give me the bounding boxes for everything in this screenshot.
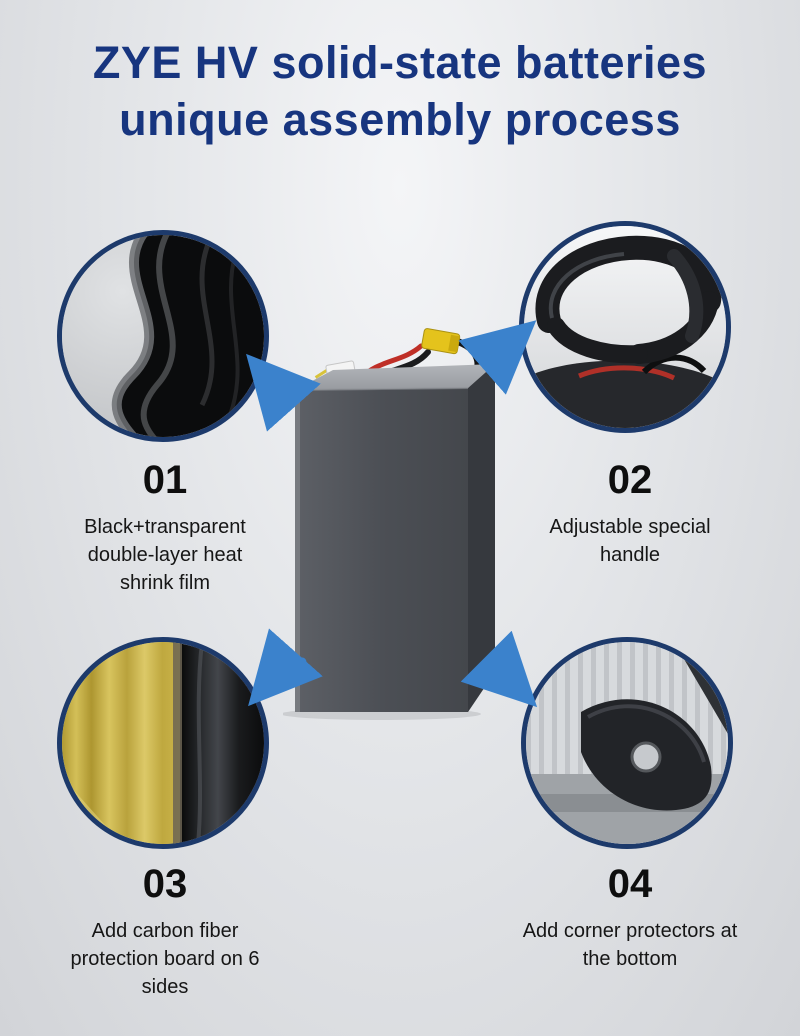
page-title: ZYE HV solid-state batteries unique asse… — [0, 34, 800, 148]
title-line-2: unique assembly process — [119, 94, 681, 145]
step-3-label: Add carbon fiber protection board on 6 s… — [70, 920, 260, 998]
step-2-number: 02 — [607, 458, 653, 502]
step-4-number: 04 — [607, 862, 653, 906]
step-2: 02 Adjustable special handle — [505, 458, 755, 569]
step-1-number: 01 — [142, 458, 188, 502]
corner-protector-image — [526, 642, 728, 844]
step-3-number: 03 — [142, 862, 188, 906]
carbon-fiber-board-image — [62, 642, 264, 844]
callout-photo-adjustable-handle — [519, 221, 731, 433]
step-2-label: Adjustable special handle — [549, 516, 711, 566]
step-4: 04 Add corner protectors at the bottom — [505, 862, 755, 973]
adjustable-handle-image — [524, 226, 726, 428]
title-line-1: ZYE HV solid-state batteries — [92, 37, 708, 88]
heat-shrink-film-image — [62, 235, 264, 437]
step-4-label: Add corner protectors at the bottom — [522, 920, 738, 970]
step-1-label: Black+transparent double-layer heat shri… — [84, 516, 246, 594]
callout-photo-corner-protector — [521, 637, 733, 849]
callout-photo-carbon-fiber-board — [57, 637, 269, 849]
battery-pack-image — [281, 320, 513, 720]
step-1: 01 Black+transparent double-layer heat s… — [40, 458, 290, 597]
battery-pack-illustration — [281, 328, 495, 720]
step-3: 03 Add carbon fiber protection board on … — [40, 862, 290, 1001]
callout-photo-heat-shrink-film — [57, 230, 269, 442]
